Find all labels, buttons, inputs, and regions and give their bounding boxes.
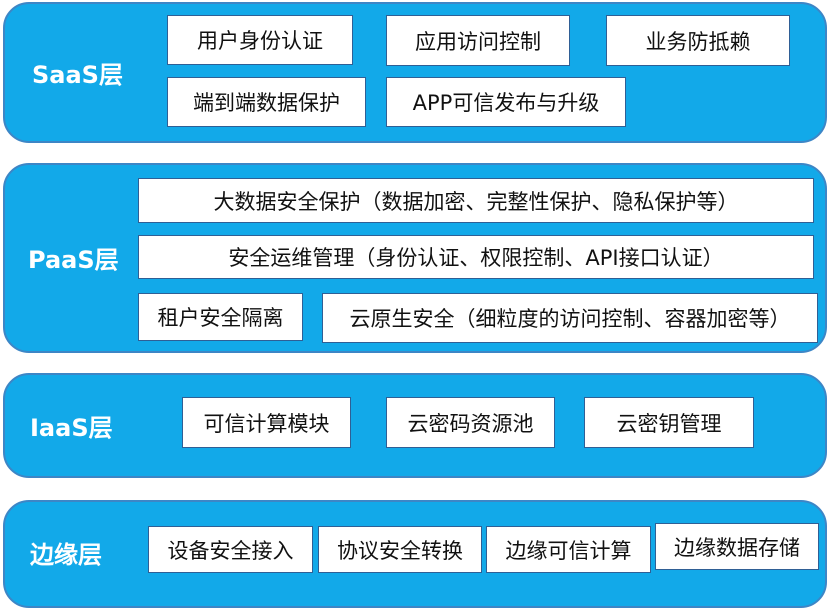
saas-item: 端到端数据保护: [167, 77, 366, 127]
edge-item: 设备安全接入: [148, 526, 313, 573]
saas-item: 业务防抵赖: [606, 15, 790, 66]
saas-item: APP可信发布与升级: [386, 77, 626, 127]
paas-item: 租户安全隔离: [138, 293, 303, 341]
saas-layer-label: SaaS层: [32, 61, 123, 89]
iaas-item: 云密码资源池: [386, 397, 555, 448]
paas-item: 云原生安全（细粒度的访问控制、容器加密等）: [322, 293, 818, 343]
edge-item: 协议安全转换: [318, 526, 482, 573]
paas-item: 安全运维管理（身份认证、权限控制、API接口认证）: [138, 235, 814, 279]
paas-item: 大数据安全保护（数据加密、完整性保护、隐私保护等）: [138, 178, 814, 223]
iaas-item: 云密钥管理: [584, 397, 754, 448]
paas-layer-label: PaaS层: [28, 246, 119, 274]
saas-item: 应用访问控制: [386, 15, 570, 66]
edge-item: 边缘可信计算: [486, 526, 651, 573]
iaas-item: 可信计算模块: [182, 397, 351, 448]
saas-item: 用户身份认证: [167, 15, 353, 65]
edge-item: 边缘数据存储: [655, 523, 819, 570]
iaas-layer-label: IaaS层: [30, 414, 113, 442]
edge-layer-label: 边缘层: [30, 541, 102, 569]
